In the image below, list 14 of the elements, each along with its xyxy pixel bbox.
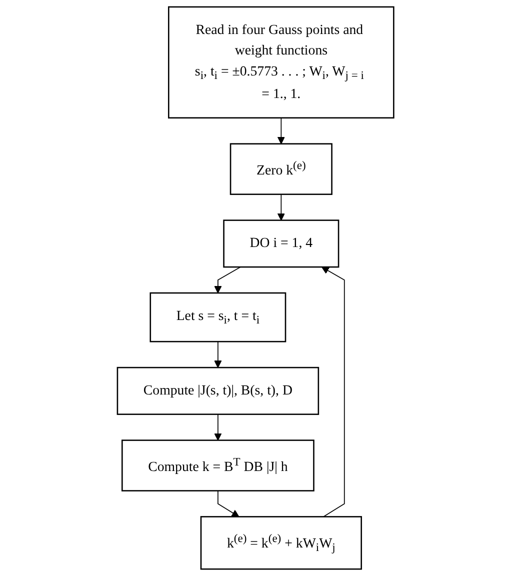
arrow	[214, 341, 222, 368]
arrow	[278, 194, 286, 221]
node-box: DO i = 1, 4	[224, 220, 340, 268]
node-box: k$^{(e)}$ = k$^{(e)}$ + kW$_{i}$W$_{j}$	[200, 516, 362, 570]
node-box: Compute k = B$^{T}$ DB |J| h	[122, 440, 315, 492]
arrow	[214, 266, 242, 294]
arrow	[214, 414, 222, 441]
arrow	[278, 117, 286, 144]
node-box: Zero k$^{(e)}$	[230, 143, 333, 195]
node-box: Read in four Gauss points and weight functions s$_{i}$, t$_{i}$ = ±0.5773 . . . ; W$_{i}$, W$_{j = i}$ = 1., 1.	[168, 6, 395, 118]
arrow	[322, 266, 346, 518]
arrow	[218, 490, 240, 518]
node-box: Let s = s$_{i}$, t = t$_{i}$	[150, 292, 287, 342]
node-box: Compute |J(s, t)|, B(s, t), D	[117, 366, 320, 415]
